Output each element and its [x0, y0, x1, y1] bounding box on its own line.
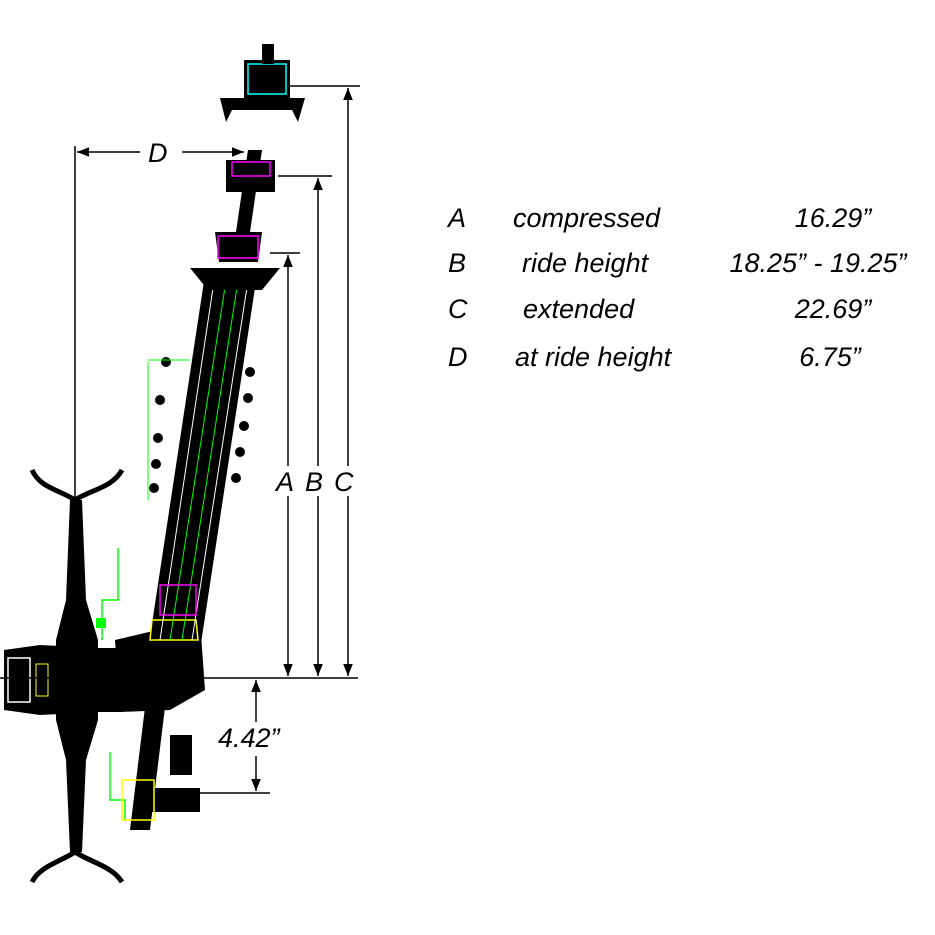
legend-letter: C: [448, 294, 468, 324]
dim-label-c: C: [334, 467, 354, 497]
dim-label-d: D: [148, 138, 168, 168]
legend-name: extended: [523, 294, 635, 324]
legend-value: 18.25” - 19.25”: [729, 248, 907, 278]
legend-name: at ride height: [515, 342, 673, 372]
legend-letter: B: [448, 248, 466, 278]
legend-letter: D: [448, 342, 468, 372]
legend-name: ride height: [522, 248, 650, 278]
dim-label-b: B: [305, 467, 323, 497]
shock-assembly: [121, 44, 305, 830]
legend-row: C extended 22.69”: [448, 294, 872, 324]
legend-row: D at ride height 6.75”: [448, 342, 862, 372]
legend-row: A compressed 16.29”: [446, 203, 872, 233]
dimension-lines: [0, 85, 360, 794]
dim-label-offset: 4.42”: [218, 723, 281, 753]
legend-row: B ride height 18.25” - 19.25”: [448, 248, 908, 278]
legend-name: compressed: [513, 203, 661, 233]
legend-value: 22.69”: [794, 294, 873, 324]
legend-value: 16.29”: [795, 203, 873, 233]
legend-letter: A: [446, 203, 466, 233]
dim-label-a: A: [274, 467, 294, 497]
legend-table: A compressed 16.29” B ride height 18.25”…: [446, 203, 908, 372]
legend-value: 6.75”: [799, 342, 862, 372]
